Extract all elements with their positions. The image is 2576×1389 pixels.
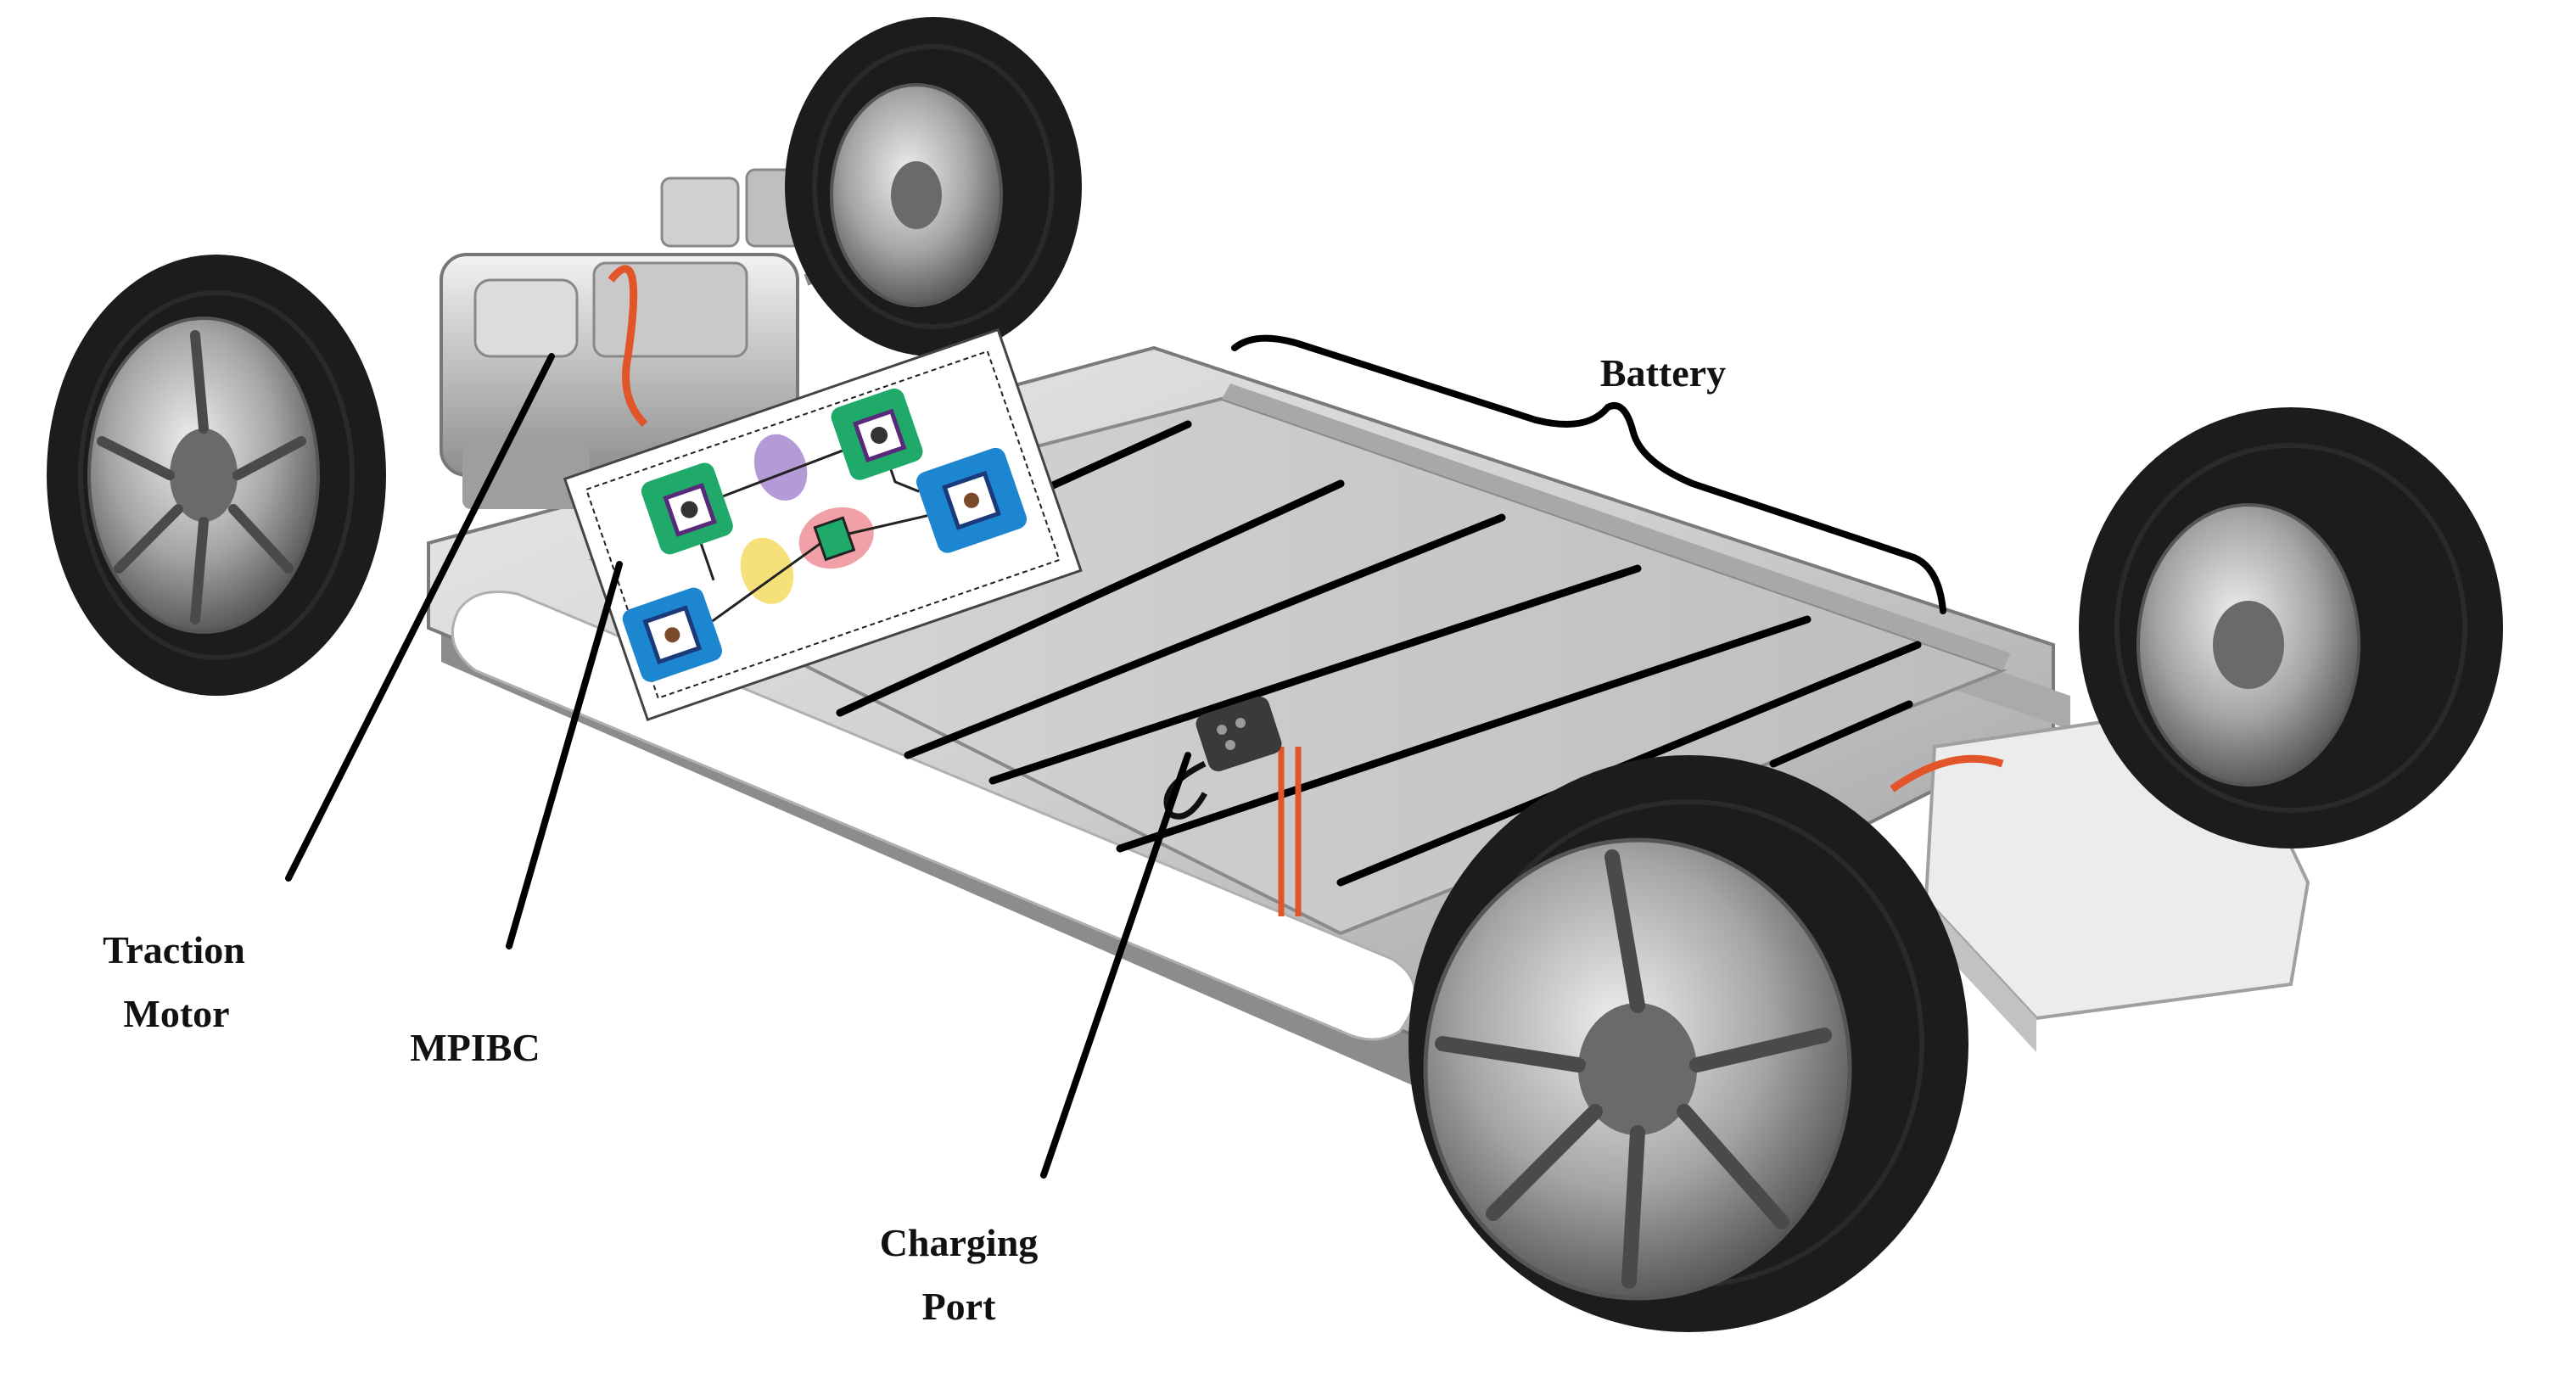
mpibc-circuit-icon (563, 328, 1083, 722)
wheel-icon (785, 17, 1082, 356)
motor-cable (608, 265, 648, 428)
high-voltage-cable (1278, 747, 1302, 916)
mpibc-leader (506, 561, 623, 949)
battery-cell-divider (904, 513, 1506, 759)
wheel-icon (2079, 407, 2503, 849)
battery-cell-divider (836, 479, 1345, 717)
battery-cell-divider (1769, 700, 1913, 768)
traction-motor-leader (285, 353, 555, 882)
mpibc-label: MPIBC (410, 1026, 540, 1069)
battery-bracket (1231, 334, 1946, 614)
traction-motor-label-line1: Traction (103, 928, 245, 972)
wheel-icon (47, 255, 386, 696)
wheel-icon (1408, 755, 1968, 1332)
battery-cell-divider (988, 564, 1642, 785)
charging-port-leader (1040, 752, 1191, 1179)
battery-cell-divider (1116, 615, 1812, 853)
charging-port-label-line2: Port (922, 1285, 997, 1328)
traction-motor-label-line2: Motor (123, 992, 229, 1035)
charging-port-label-line1: Charging (880, 1221, 1039, 1264)
battery-label: Battery (1600, 351, 1726, 395)
